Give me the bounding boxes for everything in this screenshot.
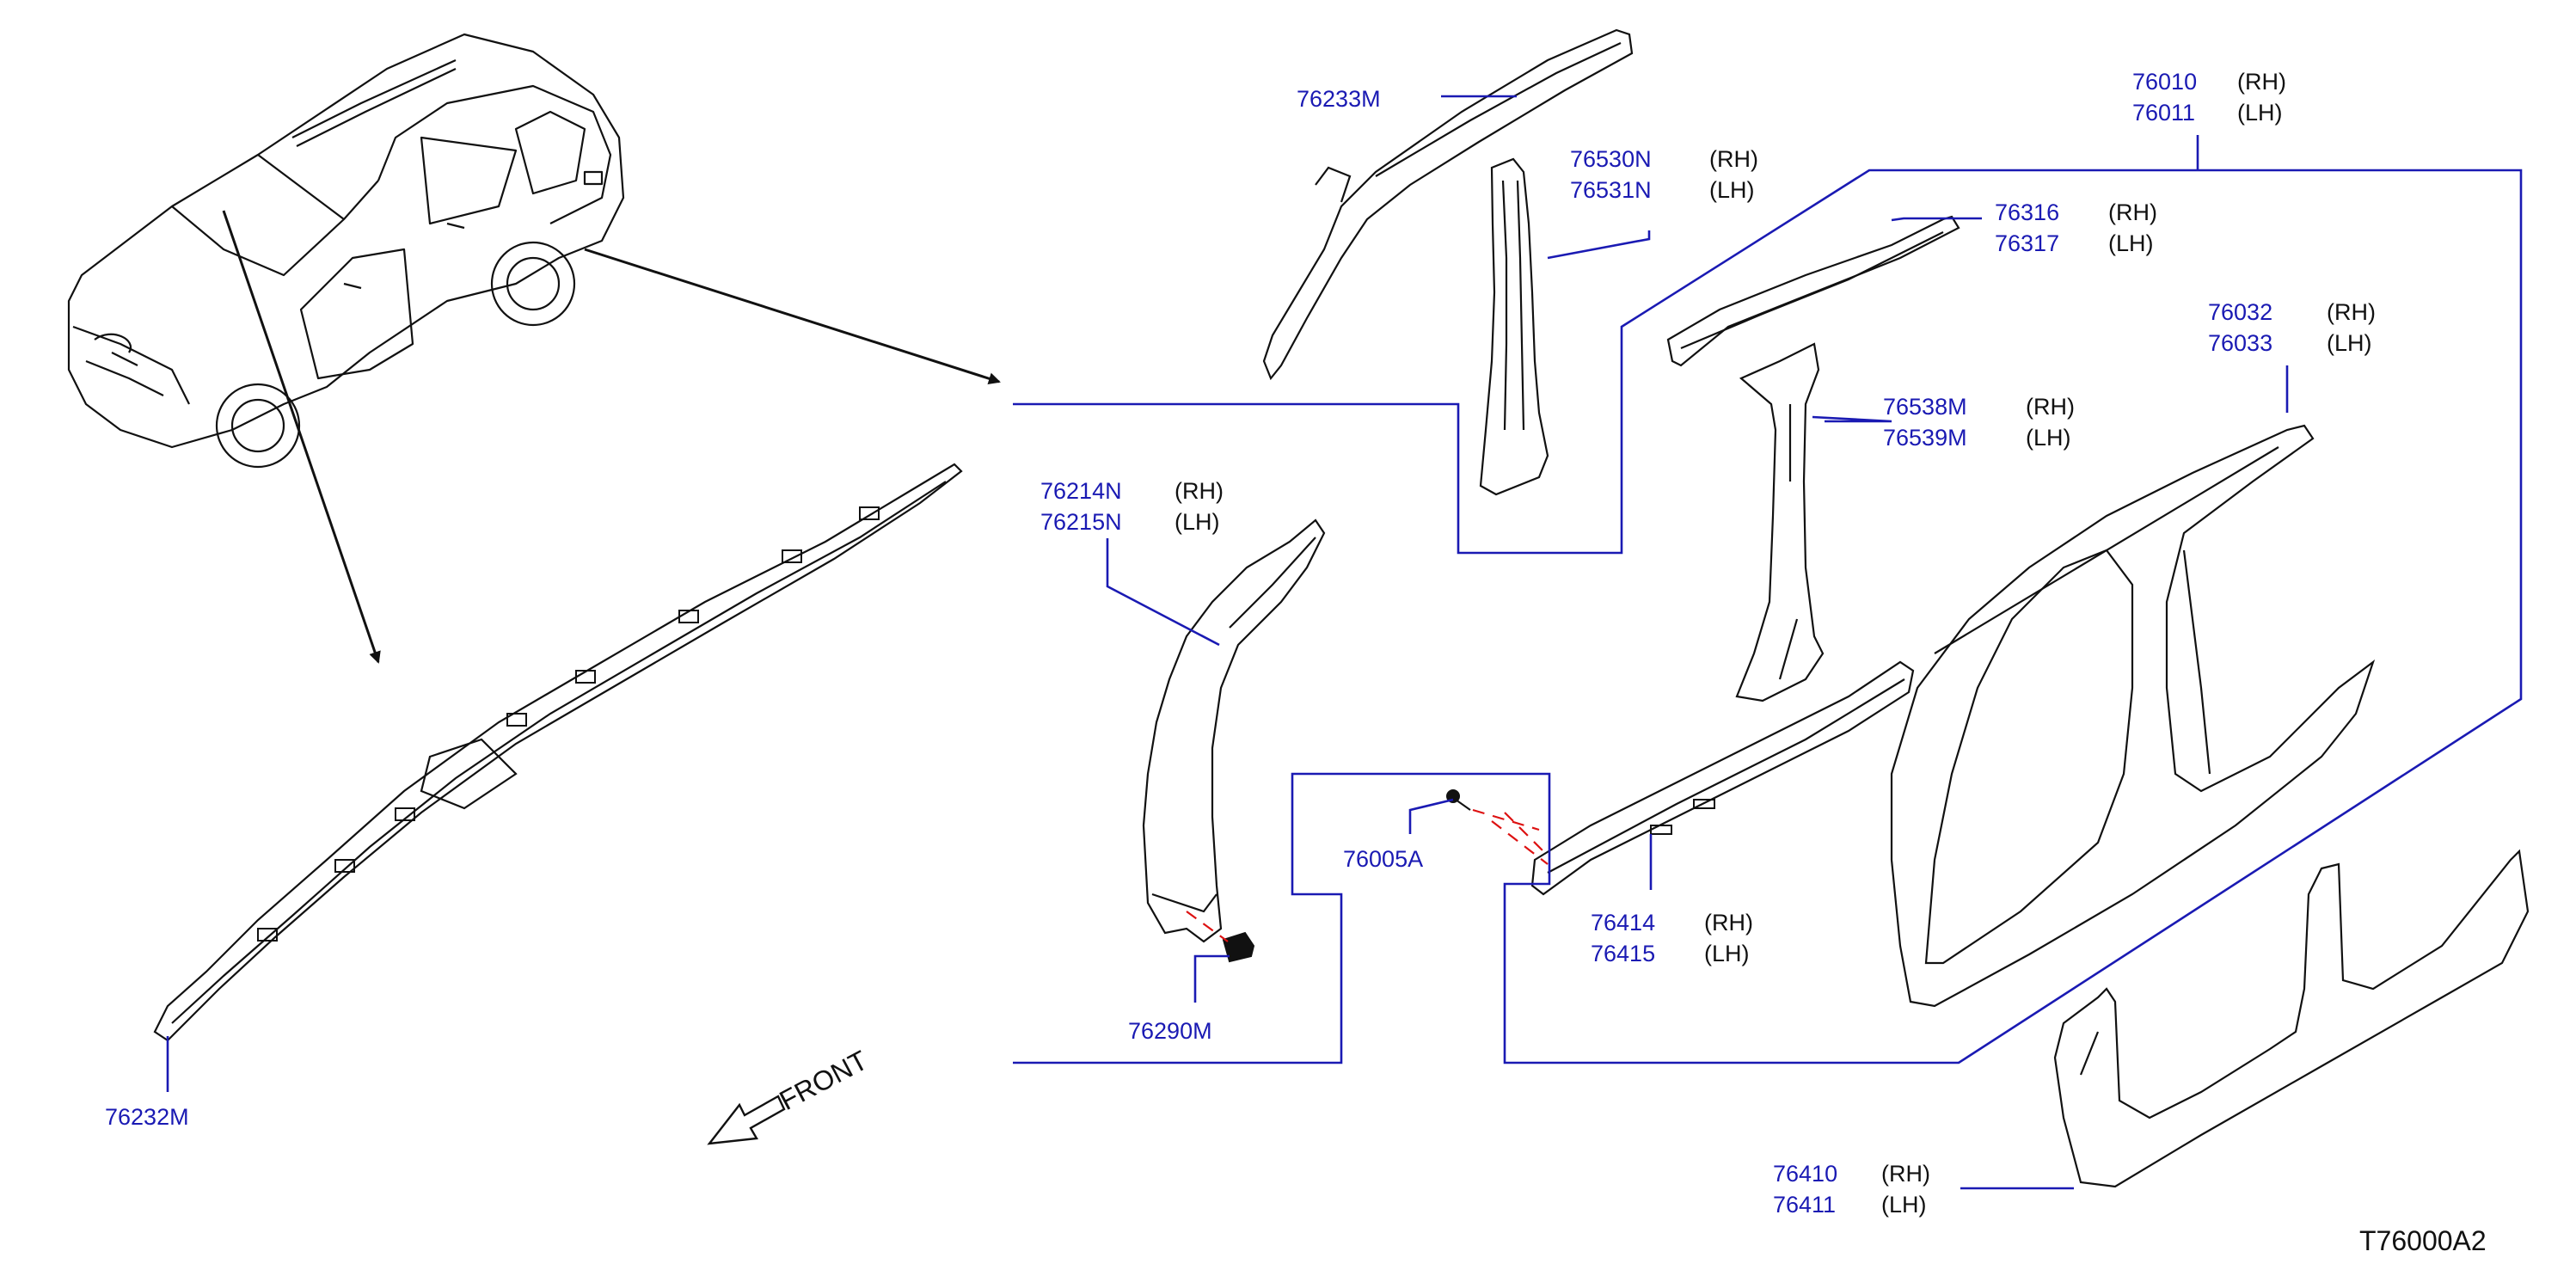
side-rh-76214N: (RH) [1175, 478, 1224, 504]
bracket-part [1222, 931, 1255, 963]
side-rh-76032: (RH) [2327, 299, 2376, 325]
callout-76538M: 76538M [1883, 394, 1967, 420]
sill-inner-part [1530, 660, 1915, 896]
side-rh-76538M: (RH) [2026, 394, 2075, 420]
center-pillar-outer-part [1735, 342, 1825, 702]
callout-76233M: 76233M [1297, 86, 1381, 112]
callout-leader-lines [166, 95, 2289, 1190]
side-lh-76033: (LH) [2327, 330, 2372, 356]
callout-76005A: 76005A [1343, 846, 1424, 872]
callout-76317: 76317 [1995, 230, 2060, 256]
side-rh-76530N: (RH) [1709, 146, 1758, 172]
drawing-code: T76000A2 [2359, 1225, 2487, 1256]
callout-76316: 76316 [1995, 199, 2060, 225]
side-lh-76411: (LH) [1881, 1192, 1927, 1218]
side-lh-76539M: (LH) [2026, 425, 2071, 451]
callout-76539M: 76539M [1883, 425, 1967, 451]
callout-76290M: 76290M [1128, 1018, 1212, 1044]
callout-76415: 76415 [1591, 941, 1656, 966]
roof-side-rail-part [153, 463, 963, 1042]
callout-76232M: 76232M [105, 1104, 189, 1130]
side-rh-76316: (RH) [2108, 199, 2157, 225]
center-pillar-inner-part [1479, 157, 1549, 496]
group-outline-boxes [1013, 169, 2523, 1064]
vehicle-illustration [67, 33, 625, 469]
assembly-guide-lines [1186, 808, 1549, 942]
clip-part [1446, 789, 1471, 811]
front-roof-rail-part [1262, 28, 1634, 381]
callout-76214N: 76214N [1040, 478, 1122, 504]
callout-76410: 76410 [1773, 1161, 1838, 1187]
callout-76010: 76010 [2132, 69, 2198, 95]
front-direction-arrow [707, 1095, 786, 1145]
callout-76530N: 76530N [1570, 146, 1652, 172]
side-lh-76011: (LH) [2237, 100, 2283, 126]
side-lh-76317: (LH) [2108, 230, 2154, 256]
callout-76215N: 76215N [1040, 509, 1122, 535]
body-side-outer-part [1890, 424, 2376, 1008]
side-rh-76410: (RH) [1881, 1161, 1930, 1187]
callout-76033: 76033 [2208, 330, 2273, 356]
side-rh-76414: (RH) [1704, 910, 1753, 936]
sill-outer-part [2053, 849, 2530, 1188]
side-lh-76415: (LH) [1704, 941, 1750, 966]
callout-76414: 76414 [1591, 910, 1656, 936]
side-lh-76531N: (LH) [1709, 177, 1755, 203]
side-lh-76215N: (LH) [1175, 509, 1220, 535]
pointer-arrows [222, 210, 1001, 664]
side-rh-76010: (RH) [2237, 69, 2286, 95]
callout-76411: 76411 [1773, 1192, 1837, 1218]
callout-76032: 76032 [2208, 299, 2273, 325]
front-pillar-inner-part [1142, 518, 1326, 943]
callout-76531N: 76531N [1570, 177, 1652, 203]
callout-76011: 76011 [2132, 100, 2196, 126]
roof-rail-part [1666, 215, 1960, 367]
